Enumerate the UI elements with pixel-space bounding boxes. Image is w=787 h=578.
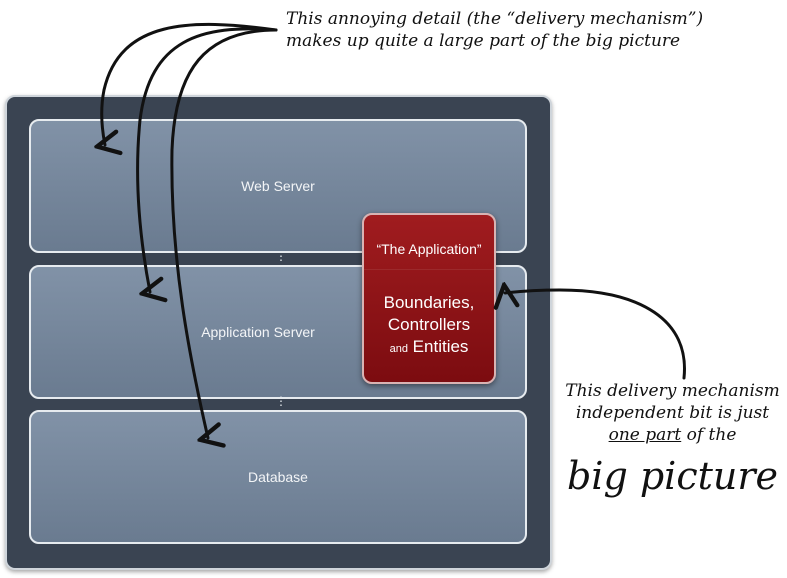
- arrow-to-application-server: [136, 27, 278, 292]
- annotation-right-underlined: one part: [608, 425, 682, 445]
- annotation-right-line2: independent bit is just: [575, 403, 770, 423]
- application-body: Boundaries, Controllers and Entities: [364, 292, 494, 360]
- application-line-and: and: [389, 343, 408, 355]
- annotation-top: This annoying detail (the “delivery mech…: [286, 8, 756, 52]
- application-line-entities: Entities: [412, 337, 469, 356]
- arrow-to-web-server: [102, 22, 278, 145]
- application-title: “The Application”: [364, 215, 494, 270]
- annotation-right-line3-rest: of the: [681, 425, 737, 445]
- application-box: “The Application” Boundaries, Controller…: [362, 213, 496, 384]
- application-line-boundaries: Boundaries,: [383, 293, 475, 312]
- database-layer: Database: [29, 410, 527, 544]
- application-server-label: Application Server: [201, 324, 315, 340]
- database-label: Database: [248, 469, 308, 485]
- arrow-to-database: [170, 28, 278, 438]
- application-line-controllers: Controllers: [387, 315, 471, 334]
- annotation-big-picture: big picture: [566, 454, 779, 498]
- web-server-label: Web Server: [241, 178, 315, 194]
- annotation-top-line2: makes up quite a large part of the big p…: [286, 31, 681, 51]
- annotation-right: This delivery mechanism independent bit …: [560, 380, 785, 500]
- arrow-to-application-box: [505, 290, 686, 380]
- annotation-right-line1: This delivery mechanism: [565, 381, 780, 401]
- annotation-top-line1: This annoying detail (the “delivery mech…: [286, 9, 704, 29]
